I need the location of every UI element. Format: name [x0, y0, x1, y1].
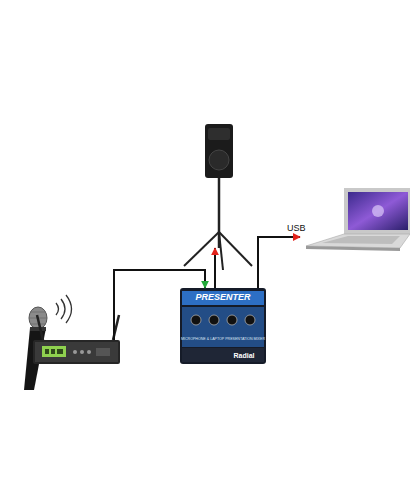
sound-waves — [56, 295, 72, 323]
presenter-mixer: PRESENTER MICROPHONE & LAPTOP PRESENTATIO… — [180, 288, 266, 364]
product-name: PRESENTER — [180, 293, 266, 302]
usb-cable — [258, 237, 300, 288]
laptop-computer — [300, 188, 410, 254]
speaker-cable — [214, 248, 216, 288]
audio-cable — [114, 270, 205, 340]
pa-speaker-art — [190, 120, 245, 248]
laptop-computer-art — [300, 188, 410, 254]
edge-label: USB — [287, 224, 306, 233]
wireless-receiver — [33, 340, 120, 364]
brand-name: Radial — [224, 352, 264, 359]
product-description: MICROPHONE & LAPTOP PRESENTATION MIXER — [180, 338, 266, 342]
wireless-receiver-art — [33, 340, 120, 364]
pa-speaker — [190, 120, 245, 248]
